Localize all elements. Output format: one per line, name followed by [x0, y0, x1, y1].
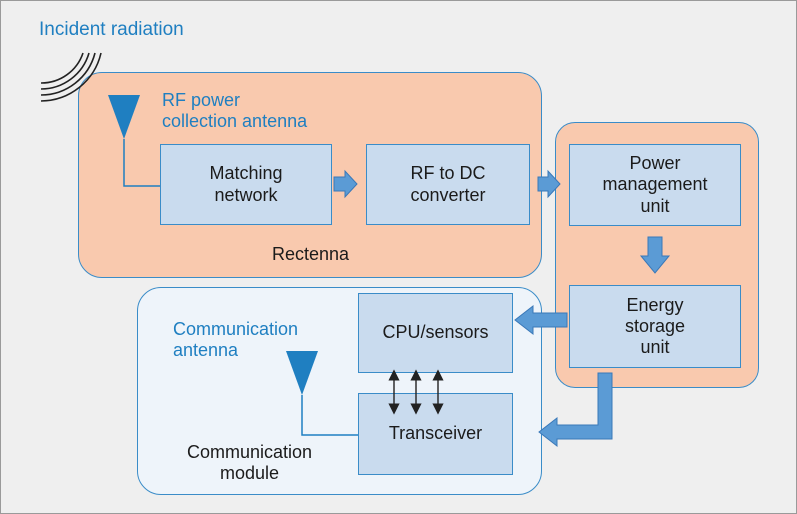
matching-network-box: Matching network — [160, 144, 332, 225]
power-management-unit-box: Power management unit — [569, 144, 741, 226]
rectenna-label: Rectenna — [272, 244, 350, 264]
transceiver-box: Transceiver — [358, 393, 513, 475]
incident-radiation-title: Incident radiation — [39, 19, 184, 40]
energy-storage-unit-box: Energy storage unit — [569, 285, 741, 368]
communication-antenna-label: Communication antenna — [173, 319, 299, 361]
cpu-sensors-box: CPU/sensors — [358, 293, 513, 373]
communication-module-label: Communication module — [187, 442, 313, 484]
rf-to-dc-converter-box: RF to DC converter — [366, 144, 530, 225]
rf-antenna-label: RF power collection antenna — [162, 90, 308, 132]
